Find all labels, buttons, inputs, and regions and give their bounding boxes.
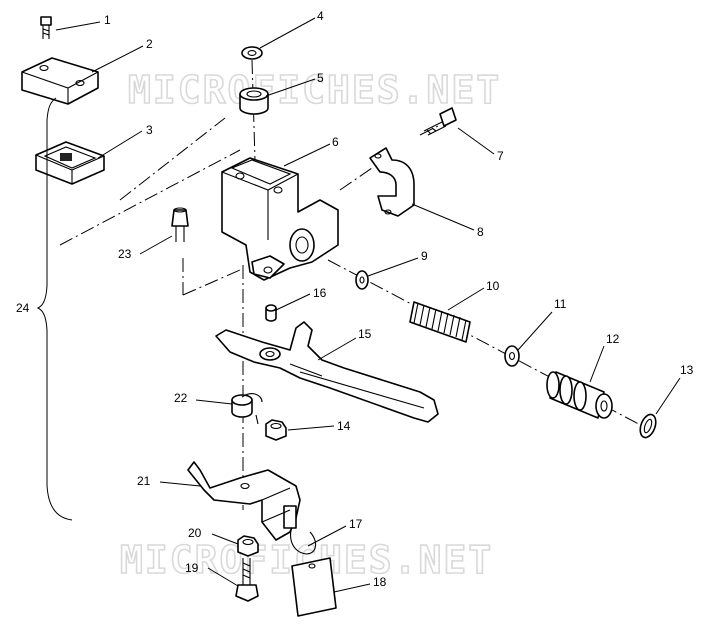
- callout-4: 4: [317, 9, 324, 23]
- part-13-o-ring: [639, 413, 657, 439]
- callout-14: 14: [337, 419, 351, 433]
- callout-23: 23: [118, 247, 132, 261]
- part-1-screw: [40, 16, 52, 39]
- callout-15: 15: [358, 327, 372, 341]
- part-10-spring: [409, 301, 471, 343]
- part-16-pin: [265, 304, 277, 322]
- part-6-master-cylinder: [221, 157, 339, 281]
- callout-24: 24: [16, 301, 30, 315]
- part-18-tag: [291, 557, 337, 617]
- leader-lines: [55, 17, 681, 593]
- part-3-diaphragm: [35, 141, 105, 185]
- part-20-nut: [237, 535, 259, 557]
- callout-12: 12: [606, 332, 620, 346]
- callout-5: 5: [317, 71, 324, 85]
- callout-1: 1: [104, 13, 111, 27]
- callout-labels: 1 2 3 4 5 6 7 8 9 10 11 12 13 14 15 16 1…: [16, 9, 694, 589]
- watermark-top: MICROFICHES.NET: [128, 68, 501, 112]
- callout-17: 17: [349, 517, 363, 531]
- part-11-washer: [504, 345, 520, 367]
- part-19-bolt: [235, 558, 259, 602]
- callout-11: 11: [554, 297, 567, 311]
- part-2-cover: [21, 57, 99, 105]
- callout-8: 8: [477, 225, 484, 239]
- part-22-spring: [231, 393, 263, 425]
- callout-18: 18: [373, 575, 387, 589]
- part-9-washer: [355, 270, 369, 290]
- part-4-washer: [241, 46, 263, 60]
- callout-3: 3: [146, 123, 153, 137]
- part-7-bolt: [423, 107, 457, 136]
- part-8-clamp: [369, 147, 415, 217]
- callout-7: 7: [497, 149, 504, 163]
- callout-19: 19: [185, 561, 199, 575]
- callout-21: 21: [137, 474, 151, 488]
- part-23-pivot-bolt: [171, 207, 189, 242]
- part-21-bracket: [187, 461, 301, 541]
- part-15-lever: [215, 321, 439, 423]
- callout-16: 16: [313, 286, 327, 300]
- part-12-piston: [546, 371, 613, 419]
- callout-22: 22: [174, 391, 188, 405]
- callout-10: 10: [486, 279, 500, 293]
- callout-9: 9: [421, 249, 428, 263]
- part-5-seal: [239, 87, 269, 115]
- callout-2: 2: [146, 37, 153, 51]
- callout-6: 6: [332, 135, 339, 149]
- callout-20: 20: [188, 526, 202, 540]
- part-24-brace: [36, 97, 73, 521]
- part-14-nut: [265, 419, 287, 441]
- callout-13: 13: [680, 363, 694, 377]
